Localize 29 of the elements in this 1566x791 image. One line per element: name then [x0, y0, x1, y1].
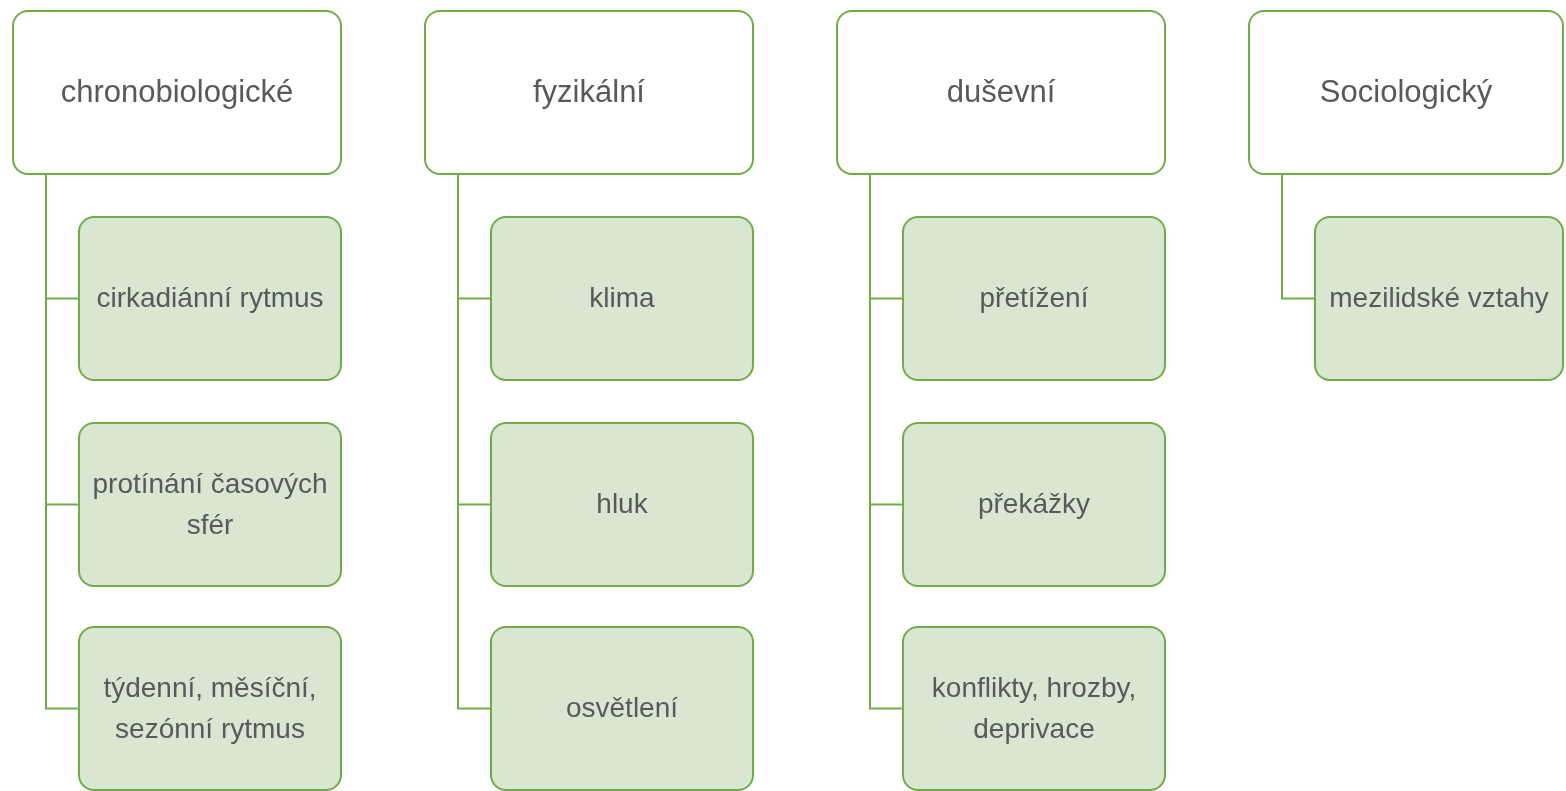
item-label: týdenní, měsíční, sezónní rytmus [102, 670, 318, 746]
category-label: duševní [946, 73, 1056, 112]
category-label: fyzikální [533, 73, 645, 112]
item-label: hluk [596, 487, 648, 522]
item-box [78, 422, 342, 587]
item-label: mezilidské vztahy [1329, 281, 1549, 316]
category-box [424, 10, 754, 175]
item-box [78, 216, 342, 381]
category-box [1248, 10, 1564, 175]
category-label: chronobiologické [60, 73, 294, 112]
item-box [902, 626, 1166, 791]
item-box [490, 422, 754, 587]
category-box [12, 10, 342, 175]
item-label: osvětlení [565, 691, 679, 726]
item-label: protínání časových sfér [92, 466, 328, 542]
category-box [836, 10, 1166, 175]
item-box [902, 216, 1166, 381]
item-label: konflikty, hrozby, deprivace [930, 670, 1138, 746]
item-box [490, 216, 754, 381]
item-box [1314, 216, 1564, 381]
item-label: překážky [977, 487, 1090, 522]
item-box [490, 626, 754, 791]
item-label: přetížení [979, 281, 1089, 316]
connector-line [1281, 174, 1315, 300]
item-box [902, 422, 1166, 587]
item-label: cirkadiánní rytmus [96, 281, 324, 316]
item-box [78, 626, 342, 791]
category-label: Sociologický [1319, 73, 1493, 112]
item-label: klima [589, 281, 655, 316]
